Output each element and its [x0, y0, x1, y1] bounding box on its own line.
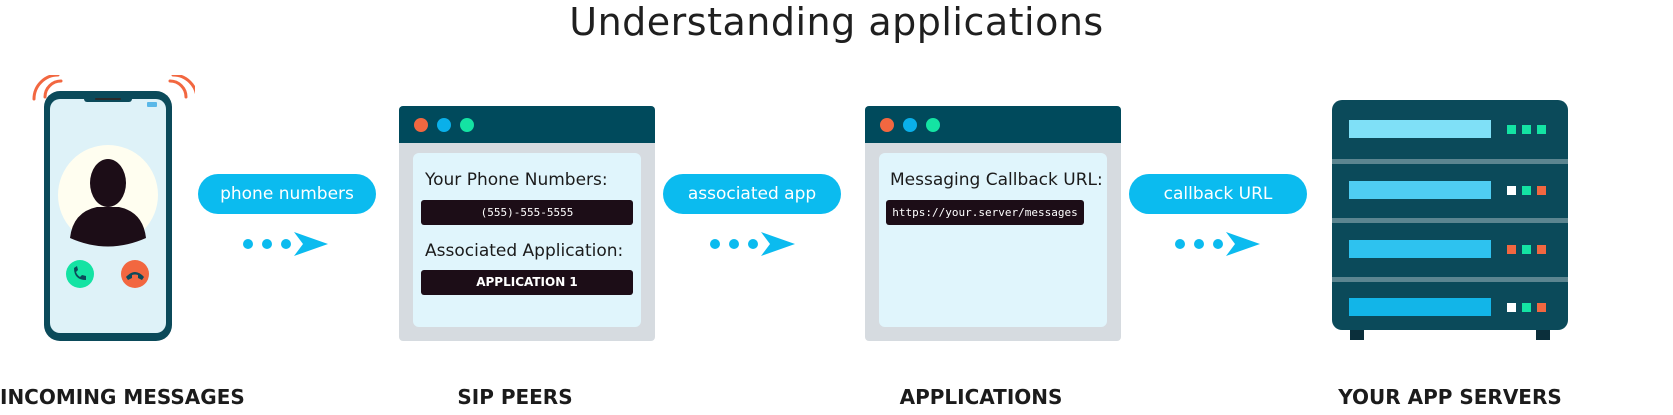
stage-label-your-app-servers: YOUR APP SERVERS [1338, 385, 1562, 409]
connector-label-callback-url: callback URL [1129, 174, 1307, 214]
flow-arrow-icon [1175, 232, 1260, 256]
phone-numbers-label: Your Phone Numbers: [425, 170, 608, 190]
associated-application-field: APPLICATION 1 [421, 270, 633, 295]
server-rack-icon [1332, 100, 1568, 340]
window-dot-blue [903, 118, 917, 132]
diagram-title: Understanding applications [569, 0, 1104, 44]
sip-peers-panel: Your Phone Numbers: (555)-555-5555 Assoc… [413, 153, 641, 327]
applications-panel: Messaging Callback URL: https://your.ser… [879, 153, 1107, 327]
window-dot-green [460, 118, 474, 132]
flow-arrow-icon [243, 232, 328, 256]
stage-label-applications: APPLICATIONS [899, 385, 1063, 409]
callback-url-field: https://your.server/messages [886, 200, 1084, 225]
phone-accept-icon [66, 260, 94, 288]
server-unit-2 [1349, 181, 1546, 199]
sip-peers-window: Your Phone Numbers: (555)-555-5555 Assoc… [399, 106, 655, 341]
server-unit-3 [1349, 240, 1546, 258]
connector-label-phone-numbers: phone numbers [198, 174, 376, 214]
vibration-waves-right [168, 75, 195, 99]
associated-application-label: Associated Application: [425, 241, 624, 261]
person-silhouette-icon [70, 159, 146, 247]
window-dot-red [880, 118, 894, 132]
phone-decline-icon [121, 260, 149, 288]
applications-window: Messaging Callback URL: https://your.ser… [865, 106, 1121, 341]
smartphone-icon [32, 75, 195, 341]
vibration-waves-left [32, 75, 63, 101]
window-dot-red [414, 118, 428, 132]
stage-label-sip-peers: SIP PEERS [457, 385, 573, 409]
connector-label-associated-app: associated app [663, 174, 841, 214]
flow-arrow-icon [710, 232, 795, 256]
server-unit-1 [1349, 120, 1546, 138]
window-dot-blue [437, 118, 451, 132]
stage-label-incoming-messages: INCOMING MESSAGES [0, 385, 245, 409]
window-dot-green [926, 118, 940, 132]
callback-url-label: Messaging Callback URL: [890, 170, 1103, 190]
phone-number-field: (555)-555-5555 [421, 200, 633, 225]
server-unit-4 [1349, 298, 1546, 316]
